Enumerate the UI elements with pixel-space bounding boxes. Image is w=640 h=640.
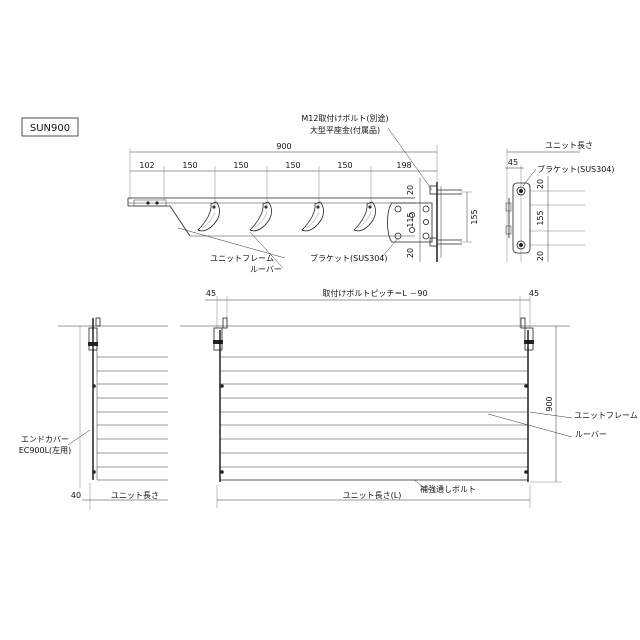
label-louver: ルーバー xyxy=(250,265,282,274)
label-unit-frame: ユニットフレーム xyxy=(210,254,274,263)
dim-20-bottom: 20 xyxy=(406,248,415,258)
dim-115: 115 xyxy=(406,212,415,227)
dim-seg-150b: 150 xyxy=(233,161,248,170)
dim-155: 155 xyxy=(470,209,479,224)
label-bracket-side: ブラケット(SUS304) xyxy=(310,253,388,263)
unit-frame-leader xyxy=(177,227,286,259)
wall-mount-side xyxy=(429,182,462,262)
end-label-bracket: ブラケット(SUS304) xyxy=(537,164,615,174)
end-bracket-leader xyxy=(522,168,537,187)
dim-seg-102: 102 xyxy=(139,161,154,170)
louver-blade xyxy=(301,201,324,232)
unit-frame-side xyxy=(127,197,415,237)
end-dim-20-bottom: 20 xyxy=(536,251,545,261)
front-label-unit-frame: ユニットフレーム xyxy=(574,411,638,420)
dim-seg-150c: 150 xyxy=(285,161,300,170)
bracket-leader xyxy=(382,237,399,257)
dim-seg-198: 198 xyxy=(396,161,411,170)
front-view: 45 45 取付けボルトピッチ＝L －90 xyxy=(180,288,638,508)
left-dim-40: 40 xyxy=(71,491,81,500)
end-dim-155: 155 xyxy=(536,210,545,225)
front-bolt-left xyxy=(222,317,228,329)
louver-blade xyxy=(249,201,272,232)
front-bracket-left xyxy=(213,327,223,351)
front-pitch-label: 取付けボルトピッチ＝L －90 xyxy=(322,288,427,298)
model-name: SUN900 xyxy=(30,123,70,134)
title-frame xyxy=(21,117,79,137)
left-unit-length: ユニット長さ xyxy=(111,491,159,500)
dim-seg-150a: 150 xyxy=(182,161,197,170)
front-dim-900: 900 xyxy=(545,396,554,411)
left-end-view: 40 ユニット長さ エンドカバー EC900L(左用) xyxy=(19,317,168,510)
front-dim-45-right: 45 xyxy=(529,289,539,298)
title-box: SUN900 xyxy=(21,117,79,137)
front-louver-body xyxy=(219,330,529,482)
bolt-note-leader xyxy=(387,127,433,191)
bracket-side xyxy=(387,202,433,243)
end-view: ユニット長さ 45 20 155 20 ブラケット(SUS304) xyxy=(505,141,615,262)
front-bolt-right xyxy=(520,317,526,329)
front-bracket-right xyxy=(524,327,534,351)
front-label-louver: ルーバー xyxy=(575,430,607,439)
bolt-note-2: 大型平座金(付属品) xyxy=(310,125,380,135)
end-bracket xyxy=(505,182,531,254)
front-unit-length-L: ユニット長さ(L) xyxy=(343,491,402,500)
dim-900-text: 900 xyxy=(276,142,291,151)
louver-blades xyxy=(197,201,376,232)
front-label-reinforce-bolt: 補強通しボルト xyxy=(420,484,476,494)
side-view: 900 102 150 150 150 150 198 xyxy=(127,113,479,274)
end-unit-length: ユニット長さ xyxy=(545,141,593,150)
dim-seg-150d: 150 xyxy=(337,161,352,170)
front-dim-45-left: 45 xyxy=(206,289,216,298)
louver-blade xyxy=(353,201,376,232)
dim-20-top: 20 xyxy=(406,185,415,195)
louver-blade xyxy=(197,201,220,232)
bolt-note-1: M12取付けボルト(別途) xyxy=(301,113,388,123)
end-dim-20-top: 20 xyxy=(536,179,545,189)
end-cover-leader xyxy=(67,429,91,446)
label-end-cover-1: エンドカバー xyxy=(21,435,69,444)
end-dim-45: 45 xyxy=(508,158,518,167)
left-louver-lines xyxy=(97,356,168,481)
label-end-cover-2: EC900L(左用) xyxy=(19,445,72,455)
louver-leader xyxy=(249,231,284,269)
